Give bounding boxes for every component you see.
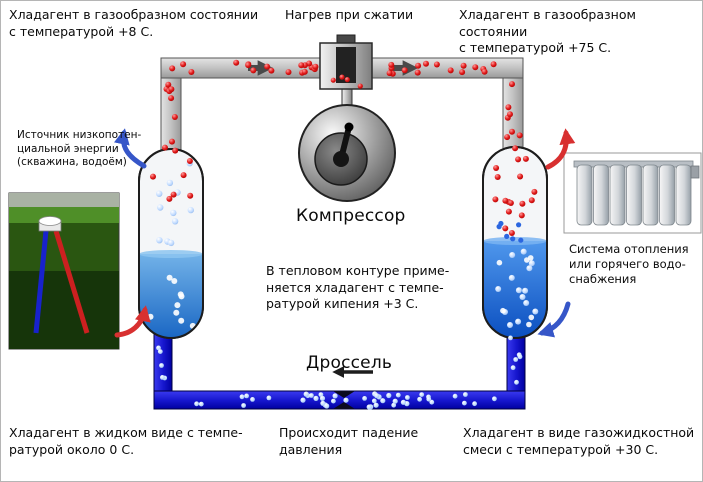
- label-liquid-cold: Хладагент в жидком виде с темпе- ратурой…: [9, 425, 243, 457]
- label-compressor: Компрессор: [296, 206, 406, 226]
- cold-return-arrow-right: [537, 301, 571, 338]
- throttle-constriction: [333, 391, 355, 398]
- cold-return-arrow-left: [113, 128, 147, 169]
- heat-in-arrow-left: [114, 305, 151, 338]
- label-heating-system: Система отопления или горячего водо- сна…: [569, 242, 689, 286]
- dots-rtank-liq: [495, 248, 539, 328]
- radiator-valve: [690, 165, 700, 179]
- dots-bpipe: [156, 335, 523, 410]
- label-refrigerant-note: В тепловом контуре приме- няется хладаге…: [266, 263, 450, 311]
- label-low-potential-source: Источник низкопотен- циальной энергии (с…: [17, 129, 142, 169]
- label-gas-hot: Хладагент в газообразном состоянии с тем…: [459, 7, 636, 55]
- hot-probe-pipe: [53, 230, 90, 334]
- condenser-tank: [482, 146, 548, 339]
- dots-rtank-gas: [492, 155, 538, 243]
- ground-source-box: [8, 192, 120, 350]
- compressor-graphic: [298, 34, 396, 202]
- evaporator-tank: [138, 148, 204, 339]
- dots-gas: [162, 59, 523, 154]
- throttle-constriction: [333, 402, 355, 409]
- label-gas-liquid-mix: Хладагент в виде газожидкостной смеси с …: [463, 425, 695, 457]
- label-throttle: Дроссель: [306, 353, 393, 373]
- compressor-piston: [336, 47, 356, 83]
- dots-ltank-gas: [150, 158, 194, 247]
- cold-probe-pipe: [33, 230, 49, 334]
- heat-out-arrow-right: [545, 128, 576, 170]
- radiator-graphic: [563, 152, 702, 234]
- label-compression-heating: Нагрев при сжатии: [285, 7, 414, 22]
- label-gas-cold: Хладагент в газообразном состоянии с тем…: [9, 7, 259, 39]
- label-pressure-drop: Происходит падение давления: [279, 425, 419, 457]
